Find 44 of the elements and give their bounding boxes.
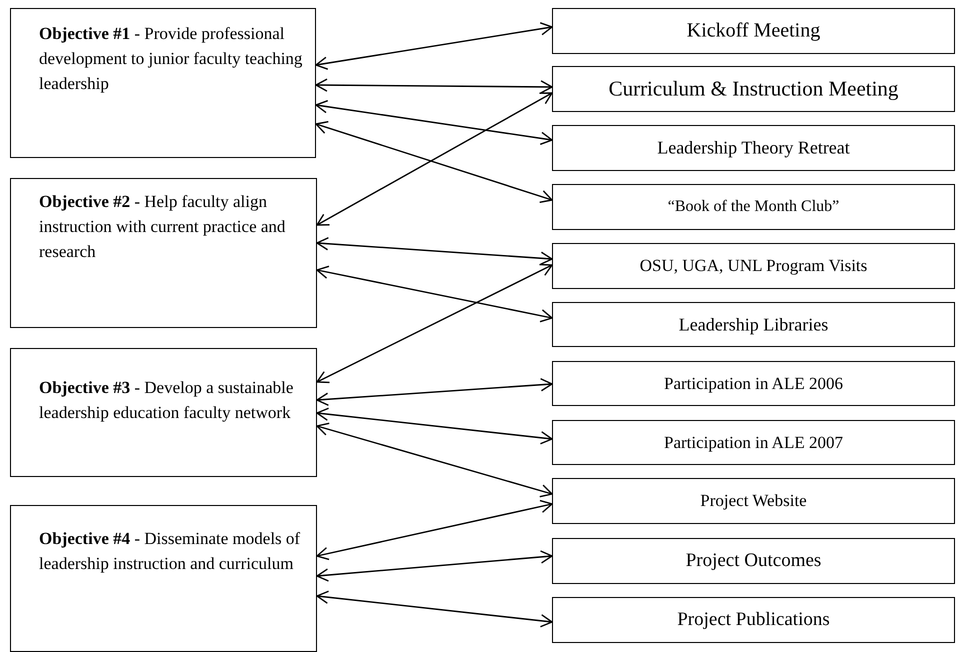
double-arrow — [316, 92, 553, 226]
activity-box — [552, 420, 955, 465]
double-arrow — [316, 266, 553, 322]
objective-box — [10, 348, 317, 477]
activity-box — [552, 361, 955, 406]
objective-text: Objective #2 - Help faculty align instruction with current practice and research — [39, 191, 286, 263]
activity-label: “Book of the Month Club” — [666, 198, 840, 216]
activity-label: Kickoff Meeting — [686, 20, 822, 42]
activity-box — [552, 8, 955, 54]
objective-text: Objective #4 - Disseminate models of leadership instruction and curriculum — [39, 528, 302, 575]
activity-label: OSU, UGA, UNL Program Visits — [638, 256, 868, 276]
activity-box — [552, 597, 955, 643]
activity-box — [552, 125, 955, 171]
double-arrow — [315, 120, 553, 204]
double-arrow — [316, 500, 553, 560]
activity-box — [552, 66, 955, 112]
activity-label: Curriculum & Instruction Meeting — [608, 76, 900, 102]
double-arrow — [315, 22, 553, 70]
activity-box — [552, 184, 955, 230]
objective-box — [10, 505, 317, 652]
objective-box — [10, 178, 317, 328]
objective-text: Objective #3 - Develop a sustainable leadership education faculty network — [39, 377, 294, 424]
objective-text: Objective #1 - Provide professional development to junior faculty teaching leadership — [39, 23, 304, 95]
activity-label: Project Publications — [676, 609, 831, 631]
double-arrow — [315, 100, 553, 146]
double-arrow — [316, 590, 553, 628]
activity-label: Project Website — [699, 491, 808, 511]
double-arrow — [316, 408, 553, 444]
activity-label: Participation in ALE 2006 — [663, 374, 844, 394]
double-arrow — [316, 422, 553, 498]
activity-box — [552, 478, 955, 524]
objective-box — [10, 8, 316, 158]
double-arrow — [315, 78, 553, 94]
activity-box — [552, 538, 955, 584]
double-arrow — [316, 264, 553, 384]
double-arrow — [316, 237, 553, 265]
activity-label: Leadership Theory Retreat — [656, 138, 851, 158]
activity-box — [552, 243, 955, 289]
double-arrow — [316, 378, 553, 406]
activity-label: Leadership Libraries — [678, 314, 830, 335]
double-arrow — [316, 550, 553, 582]
activity-label: Participation in ALE 2007 — [663, 432, 844, 452]
activity-box — [552, 302, 955, 347]
activity-label: Project Outcomes — [684, 550, 822, 572]
